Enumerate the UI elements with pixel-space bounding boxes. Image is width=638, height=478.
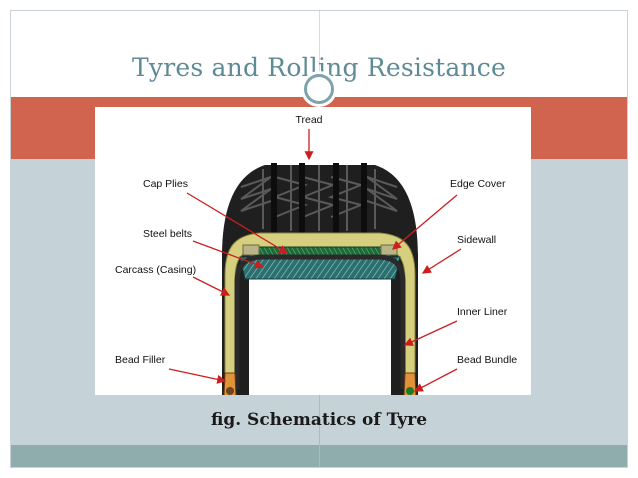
edge-cover-left — [242, 244, 260, 256]
arrow-carcass — [192, 276, 231, 296]
edge-cover-right — [380, 244, 398, 256]
tyre-diagram: Tread Cap Plies Steel belts Carcass (Cas… — [95, 107, 531, 395]
tyre-body — [222, 163, 418, 395]
label-tread: Tread — [295, 114, 322, 126]
arrow-sidewall — [421, 248, 462, 274]
divider-line-bottom — [319, 391, 320, 467]
slide: Tyres and Rolling Resistance — [10, 10, 628, 468]
arrow-edge-cover — [392, 194, 458, 250]
arrow-cap-plies — [186, 192, 289, 254]
divider-line — [319, 11, 320, 81]
label-sidewall: Sidewall — [457, 234, 496, 246]
steel-belts-layer — [239, 256, 401, 280]
arrow-steel-belts — [192, 240, 265, 269]
circle-ornament — [304, 74, 334, 104]
arrow-bead-filler — [168, 368, 227, 384]
arrow-bead-bundle — [413, 368, 458, 392]
label-steel-belts: Steel belts — [143, 228, 192, 240]
inner-liner-layer — [234, 254, 406, 389]
tyre-schematic-svg: Tread Cap Plies Steel belts Carcass (Cas… — [115, 114, 517, 395]
label-bead-filler: Bead Filler — [115, 354, 166, 366]
label-cap-plies: Cap Plies — [143, 178, 188, 190]
bead-bundle-left — [226, 387, 234, 395]
bead-bundle-right — [406, 387, 414, 395]
label-edge-cover: Edge Cover — [450, 178, 506, 190]
label-carcass: Carcass (Casing) — [115, 264, 196, 276]
label-bead-bundle: Bead Bundle — [457, 354, 517, 366]
arrow-inner-liner — [403, 320, 458, 346]
label-inner-liner: Inner Liner — [457, 306, 508, 318]
figure-caption: fig. Schematics of Tyre — [210, 410, 428, 430]
